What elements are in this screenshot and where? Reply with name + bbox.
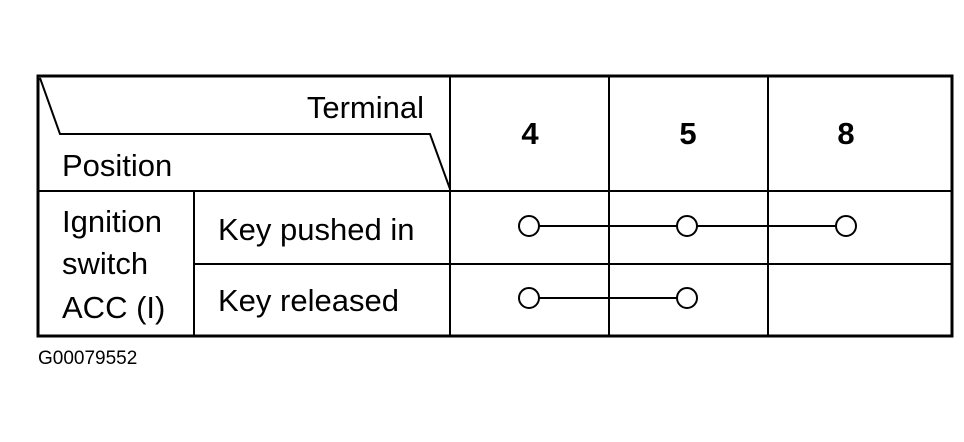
- continuity-connections: [518, 215, 857, 309]
- figure-code: G00079552: [38, 348, 137, 369]
- terminal-5-label: 5: [679, 116, 696, 151]
- continuity-circle: [518, 287, 540, 309]
- terminal-8-label: 8: [837, 116, 854, 151]
- continuity-circle: [835, 215, 857, 237]
- group-label-line-1: Ignition: [62, 204, 162, 239]
- diagonal-header-divider: [39, 77, 451, 190]
- terminal-4-label: 4: [521, 116, 539, 151]
- continuity-circle: [676, 287, 698, 309]
- continuity-circle: [676, 215, 698, 237]
- row-label-key-pushed-in: Key pushed in: [218, 212, 414, 247]
- position-header-label: Position: [62, 148, 172, 183]
- continuity-circle: [518, 215, 540, 237]
- table-border: [36, 74, 954, 338]
- table-grid: [36, 74, 954, 338]
- terminal-header-label: Terminal: [307, 90, 424, 125]
- group-label-line-2: switch: [62, 246, 148, 281]
- row-label-key-released: Key released: [218, 283, 399, 318]
- group-label-line-3: ACC (I): [62, 290, 165, 325]
